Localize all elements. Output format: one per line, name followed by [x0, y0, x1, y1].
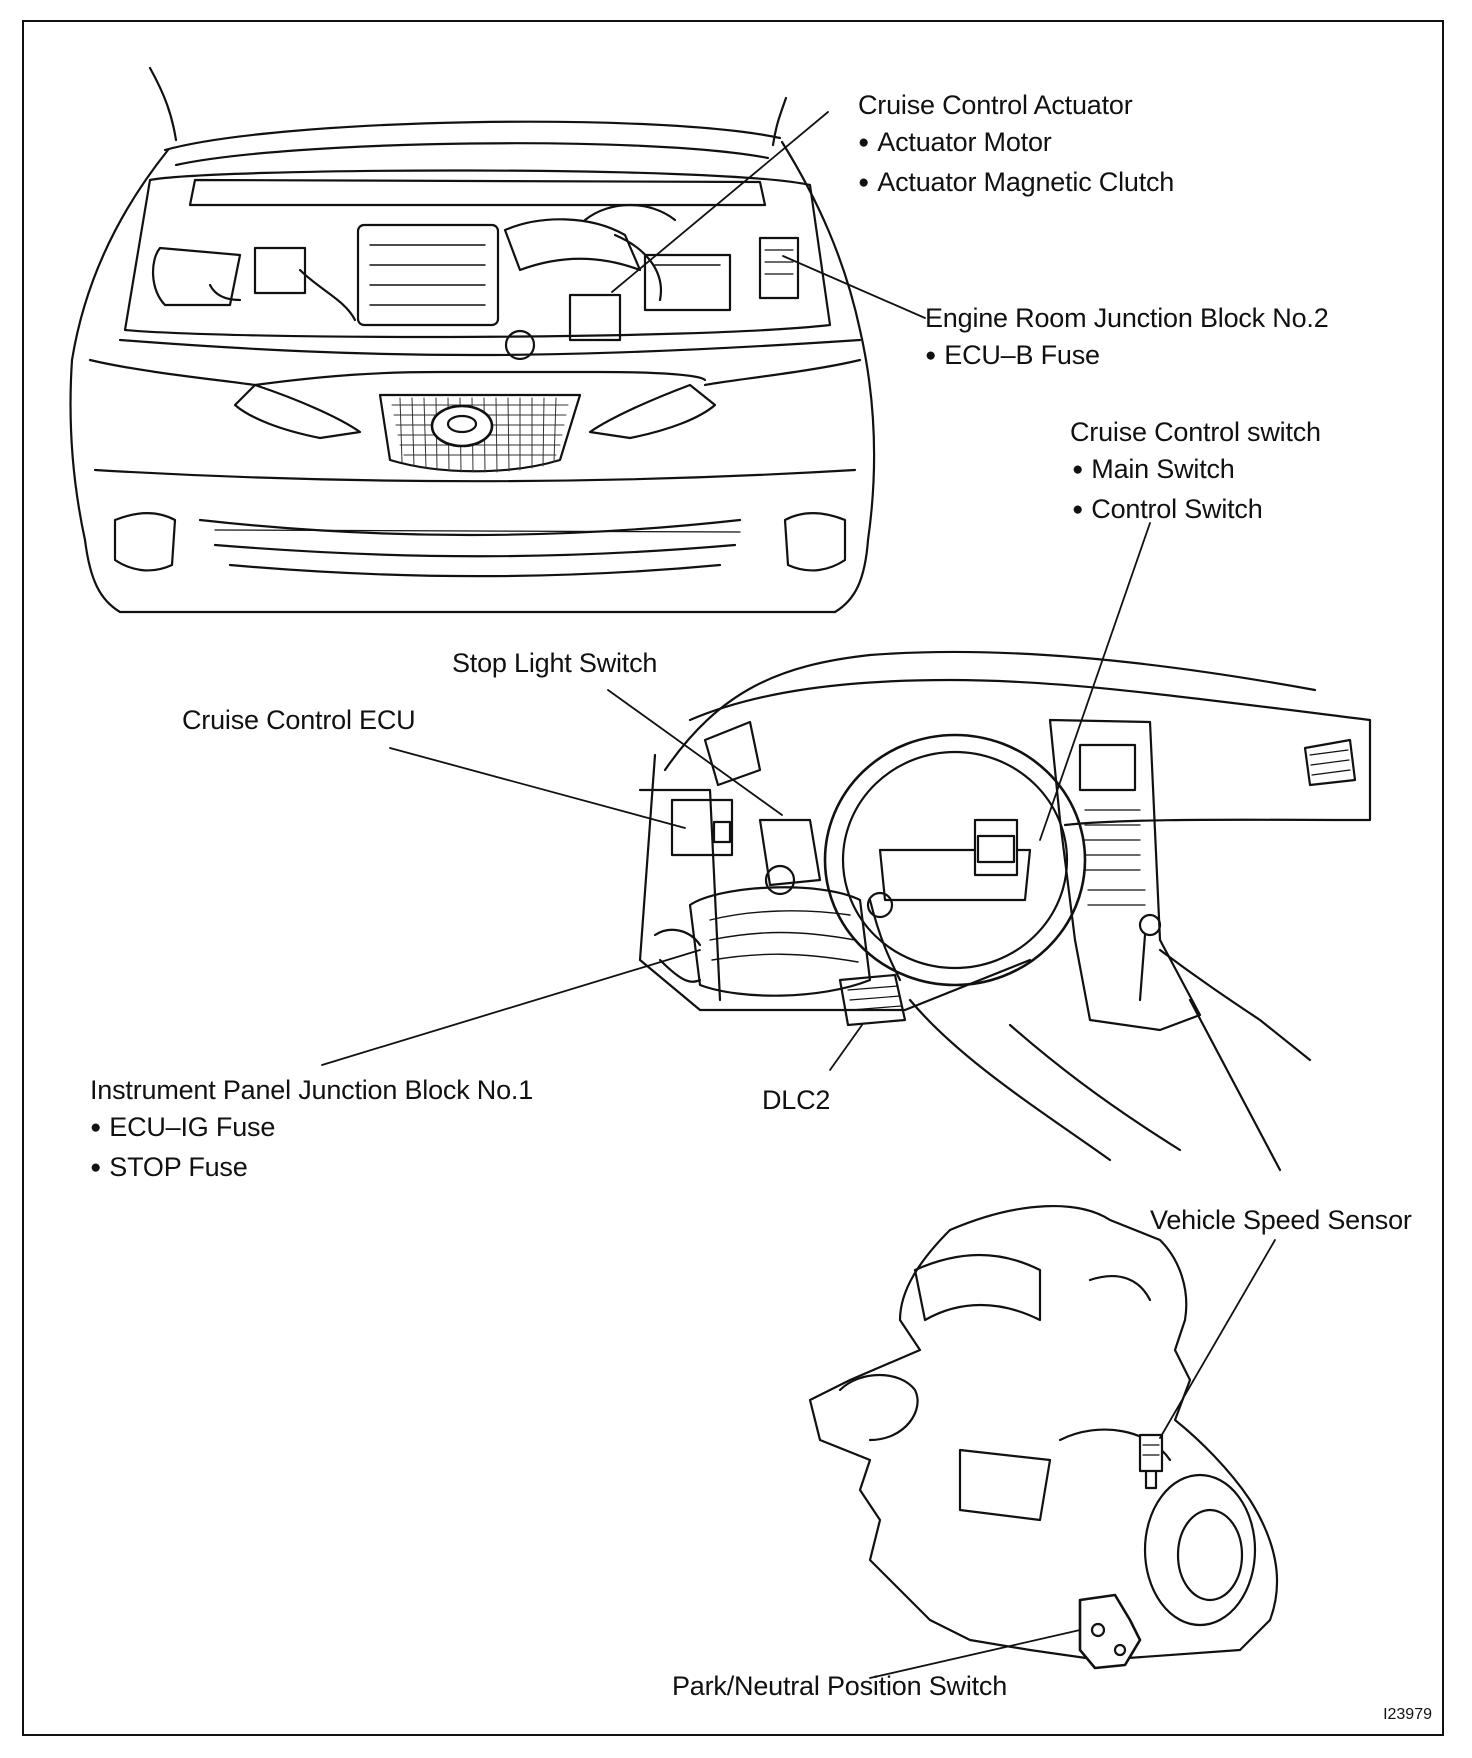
label-title: Vehicle Speed Sensor [1150, 1205, 1412, 1235]
car-front-drawing [69, 66, 876, 614]
diagram-frame [22, 20, 1444, 1736]
label-title: Engine Room Junction Block No.2 [925, 303, 1329, 333]
label-stop-light-switch: Stop Light Switch [452, 645, 657, 682]
label-title: Park/Neutral Position Switch [672, 1671, 1008, 1701]
label-item: ECU–B Fuse [925, 337, 1329, 377]
label-cruise-control-ecu: Cruise Control ECU [182, 702, 416, 739]
leader-lines [321, 111, 1276, 1679]
label-item: Control Switch [1070, 491, 1321, 531]
label-item: STOP Fuse [90, 1149, 533, 1189]
label-title: Cruise Control ECU [182, 705, 416, 735]
label-cruise-control-actuator: Cruise Control Actuator Actuator Motor A… [858, 87, 1174, 204]
label-item: Actuator Magnetic Clutch [858, 164, 1174, 204]
label-item: Main Switch [1070, 451, 1321, 491]
label-engine-room-junction-block-2: Engine Room Junction Block No.2 ECU–B Fu… [925, 300, 1329, 377]
figure-id: I23979 [1383, 1706, 1432, 1723]
dashboard-drawing [638, 650, 1372, 1172]
label-instrument-panel-junction-block-1: Instrument Panel Junction Block No.1 ECU… [90, 1072, 533, 1189]
label-vehicle-speed-sensor: Vehicle Speed Sensor [1150, 1202, 1412, 1239]
label-dlc2: DLC2 [762, 1082, 830, 1119]
label-cruise-control-switch: Cruise Control switch Main Switch Contro… [1070, 414, 1321, 531]
label-title: Instrument Panel Junction Block No.1 [90, 1075, 534, 1105]
label-item: Actuator Motor [858, 124, 1174, 164]
label-title: Cruise Control switch [1070, 417, 1321, 447]
label-title: DLC2 [762, 1085, 831, 1115]
label-item: ECU–IG Fuse [90, 1109, 533, 1149]
transaxle-drawing [808, 1204, 1279, 1670]
label-title: Cruise Control Actuator [858, 90, 1133, 120]
label-title: Stop Light Switch [452, 648, 658, 678]
label-park-neutral-position-switch: Park/Neutral Position Switch [672, 1668, 1007, 1705]
